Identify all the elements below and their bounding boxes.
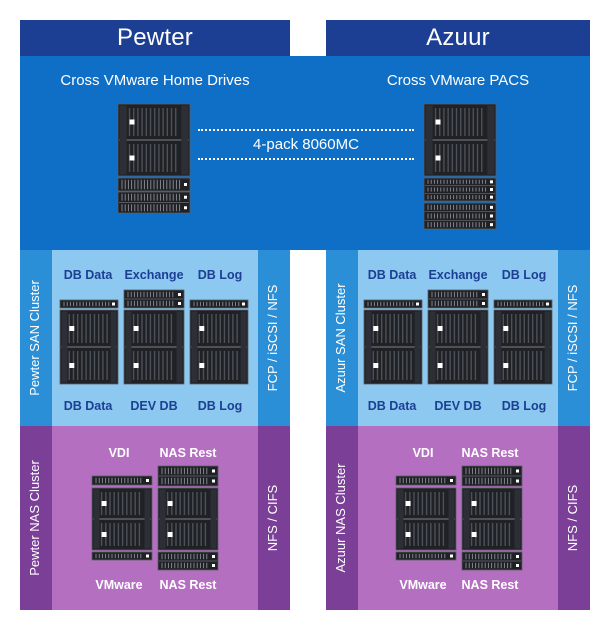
azuur-san-controller-2 — [427, 309, 489, 385]
azuur-title: Azuur — [426, 24, 490, 51]
pewter-nas-shelf-1 — [91, 475, 153, 486]
azuur-san-controller-1 — [363, 309, 423, 385]
pewter-nas-protocol-bar — [258, 426, 290, 610]
pewter-nas-top-label-2: NAS Rest — [159, 446, 217, 460]
azuur-san-protocol-label: FCP / iSCSI / NFS — [565, 284, 580, 392]
azuur-nas-top-label-2: NAS Rest — [461, 446, 519, 460]
azuur-nas-shelf-4 — [461, 551, 523, 571]
pewter-nas-bottom-label-2: NAS Rest — [159, 578, 217, 592]
metrocluster-link-bottom — [198, 158, 414, 160]
metrocluster-link-label: 4-pack 8060MC — [253, 136, 359, 153]
pewter-san-top-label-1: DB Data — [63, 268, 113, 282]
azuur-vmware-shelf-1 — [423, 177, 497, 202]
pewter-san-top-label-3: DB Log — [197, 268, 243, 282]
pewter-nas-side — [20, 426, 52, 610]
azuur-vmware-shelf-2 — [423, 202, 497, 230]
azuur-san-shelf-3 — [493, 299, 553, 309]
pewter-nas-shelf-4 — [157, 551, 219, 571]
pewter-title: Pewter — [117, 24, 193, 51]
azuur-header: Azuur — [326, 20, 590, 56]
azuur-san-protocol-bar — [558, 250, 590, 426]
azuur-nas-controller-1 — [395, 487, 457, 551]
pewter-nas-controller-2 — [157, 487, 219, 551]
pewter-nas-bottom-label-1: VMware — [95, 578, 143, 592]
azuur-nas-top-label-1: VDI — [412, 446, 434, 460]
pewter-san-controller-2 — [123, 309, 185, 385]
pewter-san-controller-1 — [59, 309, 119, 385]
pewter-vmware-shelf-1 — [117, 177, 191, 192]
pewter-san-bottom-label-3: DB Log — [197, 399, 243, 413]
azuur-nas-shelf-3 — [461, 465, 523, 487]
pewter-header: Pewter — [20, 20, 290, 56]
pewter-vmware-shelf-2 — [117, 191, 191, 214]
azuur-san-shelf-2 — [427, 289, 489, 309]
azuur-nas-controller-2 — [461, 487, 523, 551]
pewter-san-protocol-bar — [258, 250, 290, 426]
pewter-nas-cluster-label: Pewter NAS Cluster — [27, 460, 42, 576]
azuur-san-top-label-3: DB Log — [501, 268, 547, 282]
azuur-san-cluster-label: Azuur SAN Cluster — [333, 283, 348, 393]
azuur-san-bottom-label-2: DEV DB — [434, 399, 482, 413]
pewter-san-side — [20, 250, 52, 426]
pewter-san-controller-3 — [189, 309, 249, 385]
azuur-vmware-controller — [423, 103, 497, 177]
azuur-nas-bottom-label-1: VMware — [399, 578, 447, 592]
pewter-san-shelf-2 — [123, 289, 185, 309]
azuur-nas-shelf-1 — [395, 475, 457, 486]
azuur-san-top-label-2: Exchange — [428, 268, 488, 282]
azuur-san-controller-3 — [493, 309, 553, 385]
pewter-nas-controller-1 — [91, 487, 153, 551]
pewter-nas-shelf-3 — [157, 465, 219, 487]
pewter-san-shelf-1 — [59, 299, 119, 309]
pewter-nas-area — [52, 426, 258, 610]
azuur-nas-protocol-bar — [558, 426, 590, 610]
azuur-vmware-title: Cross VMware PACS — [386, 72, 530, 89]
pewter-vmware-controller — [117, 103, 191, 177]
azuur-nas-side — [326, 426, 358, 610]
azuur-nas-protocol-label: NFS / CIFS — [565, 484, 580, 552]
azuur-san-bottom-label-3: DB Log — [501, 399, 547, 413]
azuur-san-side — [326, 250, 358, 426]
pewter-san-top-label-2: Exchange — [124, 268, 184, 282]
pewter-san-bottom-label-2: DEV DB — [130, 399, 178, 413]
pewter-nas-protocol-label: NFS / CIFS — [265, 484, 280, 552]
azuur-san-bottom-label-1: DB Data — [367, 399, 417, 413]
azuur-nas-area — [358, 426, 558, 610]
pewter-nas-shelf-2 — [91, 551, 153, 561]
pewter-san-cluster-label: Pewter SAN Cluster — [27, 280, 42, 396]
pewter-san-protocol-label: FCP / iSCSI / NFS — [265, 284, 280, 392]
azuur-nas-shelf-2 — [395, 551, 457, 561]
pewter-san-bottom-label-1: DB Data — [63, 399, 113, 413]
pewter-vmware-title: Cross VMware Home Drives — [60, 72, 250, 89]
azuur-nas-cluster-label: Azuur NAS Cluster — [333, 463, 348, 573]
pewter-san-shelf-3 — [189, 299, 249, 309]
azuur-san-top-label-1: DB Data — [367, 268, 417, 282]
metrocluster-link-top — [198, 129, 414, 131]
pewter-nas-top-label-1: VDI — [108, 446, 130, 460]
azuur-nas-bottom-label-2: NAS Rest — [461, 578, 519, 592]
azuur-san-shelf-1 — [363, 299, 423, 309]
